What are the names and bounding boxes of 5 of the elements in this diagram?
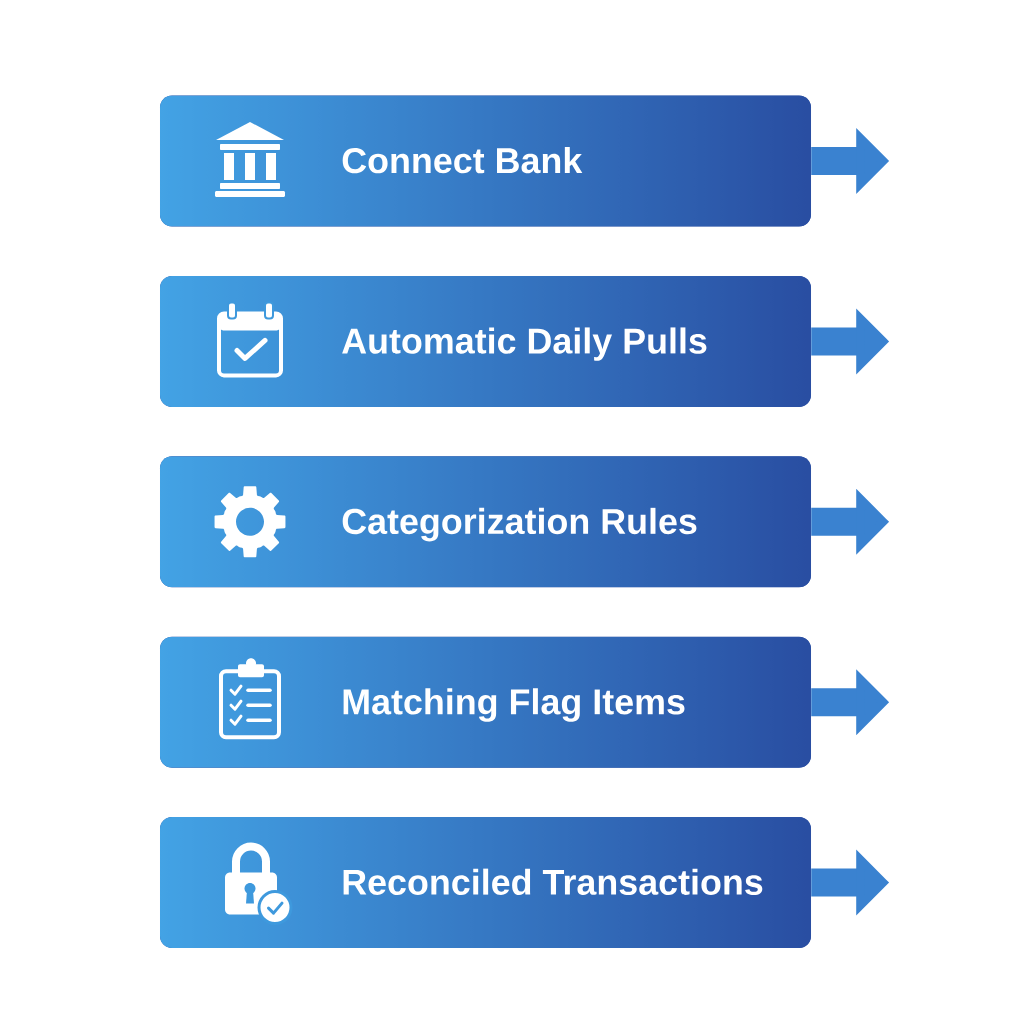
- step-label: Reconciled Transactions: [343, 868, 763, 895]
- step-label: Automatic Daily Pulls: [342, 327, 707, 361]
- step-label: Categorization Rules: [342, 507, 697, 542]
- step-label: Matching Flag Items: [343, 688, 685, 722]
- step-label: Connect Bank: [342, 147, 583, 174]
